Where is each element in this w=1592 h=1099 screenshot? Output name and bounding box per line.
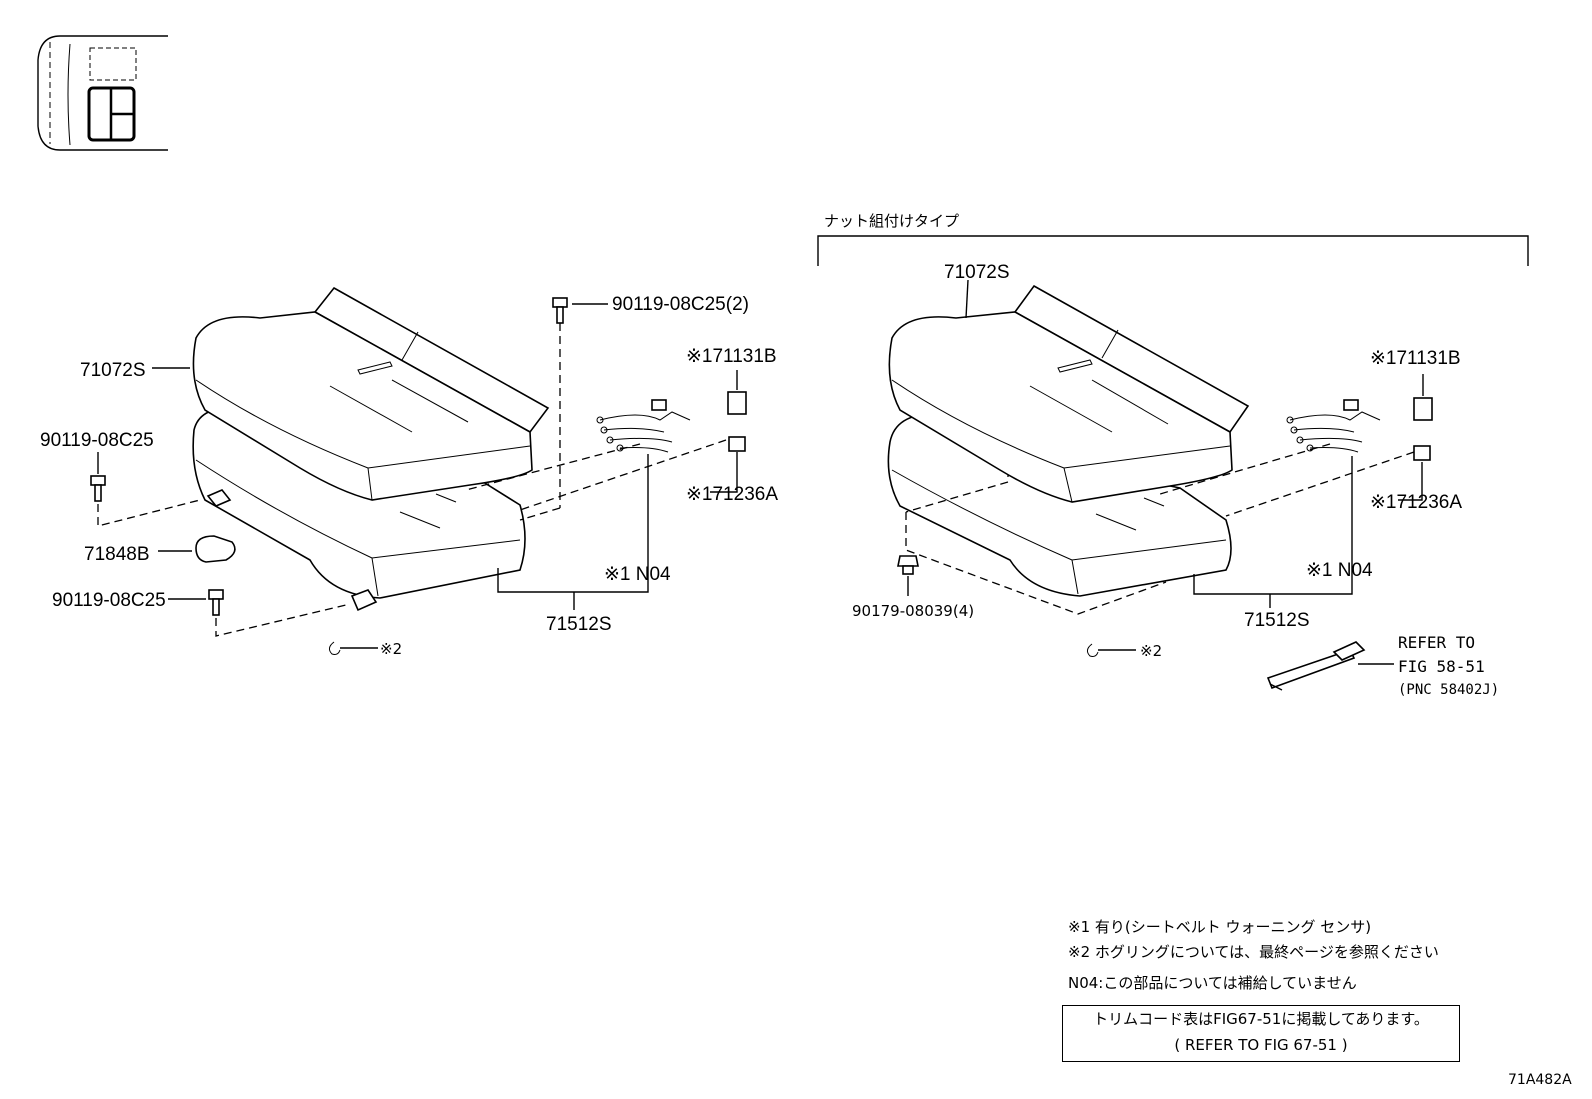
footnote-3: N04:この部品については補給していません bbox=[1068, 974, 1357, 992]
left-bolt-side-label: 90119-08C25 bbox=[40, 430, 154, 451]
refer-line-1: REFER TO bbox=[1398, 633, 1475, 652]
left-hog-ring-label: ※2 bbox=[380, 640, 402, 658]
right-n04-label: ※1 N04 bbox=[1306, 560, 1373, 581]
vehicle-location-icon bbox=[37, 35, 168, 151]
refer-line-3: (PNC 58402J) bbox=[1398, 682, 1499, 698]
left-sensor-pad-icon bbox=[727, 370, 747, 415]
left-sensor-clip-icon bbox=[710, 436, 746, 493]
right-sensor-pad-label: ※171131B bbox=[1370, 348, 1461, 369]
right-sensor-clip-icon bbox=[1398, 445, 1431, 501]
right-seat-assembly bbox=[817, 235, 1529, 691]
right-cushion-label: 71072S bbox=[944, 262, 1010, 283]
left-bolt-top-label: 90119-08C25(2) bbox=[612, 294, 749, 315]
right-wire-harness-icon bbox=[1159, 399, 1415, 517]
type-bracket bbox=[817, 235, 1529, 266]
drawing-number: 71A482A bbox=[1508, 1072, 1572, 1088]
left-bolt-bottom-icon bbox=[168, 589, 351, 637]
right-sensor-clip-label: ※171236A bbox=[1370, 492, 1462, 513]
footnote-1: ※1 有り(シートベルト ウォーニング センサ) bbox=[1068, 918, 1372, 936]
left-cover-icon bbox=[158, 535, 236, 563]
seat-belt-part-icon bbox=[1266, 641, 1394, 691]
left-cushion-label: 71072S bbox=[80, 360, 146, 381]
right-hog-ring-label: ※2 bbox=[1140, 642, 1162, 660]
left-seat-cushion bbox=[192, 286, 550, 501]
left-hog-ring-icon bbox=[328, 641, 378, 655]
footnote-2: ※2 ホグリングについては、最終ページを参照ください bbox=[1068, 943, 1439, 961]
left-seat-assembly bbox=[90, 286, 747, 655]
left-sensor-clip-label: ※171236A bbox=[686, 484, 778, 505]
left-sensor-pad-label: ※171131B bbox=[686, 346, 777, 367]
footnotes: ※1 有り(シートベルト ウォーニング センサ) ※2 ホグリングについては、最… bbox=[1068, 915, 1439, 996]
right-sensor-pad-icon bbox=[1413, 374, 1433, 421]
left-bolt-top-icon bbox=[519, 297, 608, 521]
right-nut-icon bbox=[897, 555, 919, 596]
trim-code-line-2: ( REFER TO FIG 67-51 ) bbox=[1174, 1036, 1348, 1054]
left-bolt-bottom-label: 90119-08C25 bbox=[52, 590, 166, 611]
left-wire-harness-icon bbox=[465, 399, 727, 511]
left-n04-label: ※1 N04 bbox=[604, 564, 671, 585]
type-caption: ナット組付けタイプ bbox=[824, 212, 959, 230]
trim-code-line-1: トリムコード表はFIG67-51に掲載してあります。 bbox=[1093, 1010, 1429, 1028]
trim-code-box: トリムコード表はFIG67-51に掲載してあります。 ( REFER TO FI… bbox=[1062, 1005, 1460, 1062]
right-seat-cushion bbox=[888, 279, 1250, 503]
left-cover-label: 71848B bbox=[84, 544, 150, 565]
right-frame-label: 71512S bbox=[1244, 610, 1310, 631]
right-nut-label: 90179-08039(4) bbox=[852, 602, 974, 620]
left-bolt-side-icon bbox=[90, 452, 201, 527]
refer-line-2: FIG 58-51 bbox=[1398, 657, 1485, 676]
left-frame-label: 71512S bbox=[546, 614, 612, 635]
right-seat-frame bbox=[887, 413, 1232, 615]
right-hog-ring-icon bbox=[1086, 643, 1136, 657]
left-seat-frame bbox=[192, 406, 526, 612]
